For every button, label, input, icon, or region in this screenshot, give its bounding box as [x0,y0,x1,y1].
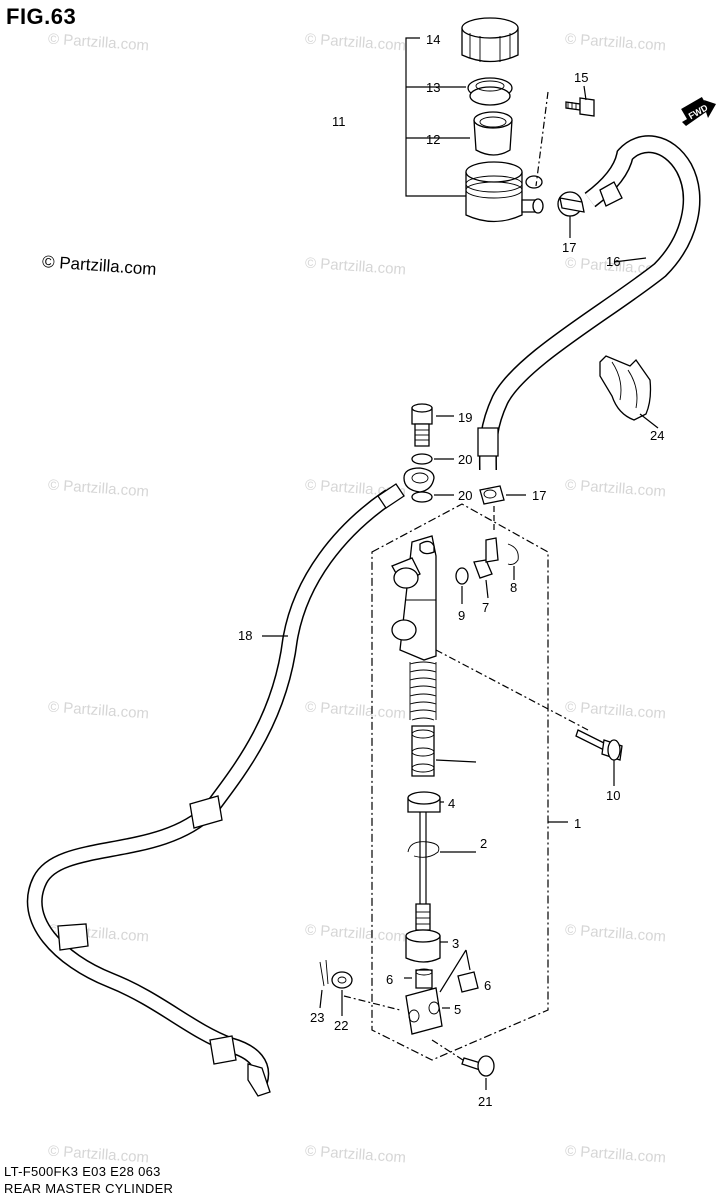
callout-1: 1 [574,816,581,831]
figure-title: FIG.63 [6,4,77,29]
o-ring [455,567,469,585]
callout-8: 8 [510,580,517,595]
callout-2: 2 [480,836,487,851]
piston-assembly [411,725,435,777]
callout-22: 22 [334,1018,348,1033]
reservoir-body [465,161,544,223]
callout-16: 16 [606,254,620,269]
lock-nut [415,969,433,989]
diaphragm-plate [467,77,513,106]
hose-clamp [479,485,505,505]
fwd-arrow-icon: FWD [681,96,716,126]
washer [411,453,433,465]
clevis [405,987,443,1035]
callout-12: 12 [426,132,440,147]
dust-boot [405,929,441,963]
callout-20: 20 [458,452,472,467]
diaphragm [473,111,513,156]
return-spring [409,661,437,721]
banjo-fitting [403,467,435,493]
hose-bracket [599,355,652,421]
callout-13: 13 [426,80,440,95]
callout-17b: 17 [532,488,546,503]
callout-24: 24 [650,428,664,443]
mounting-bolt [575,729,623,761]
washer [411,491,433,503]
diagram-caption: REAR MASTER CYLINDER [4,1181,174,1196]
hose-clamp [557,191,585,217]
lock-nut [457,971,479,993]
callout-21: 21 [478,1094,492,1109]
model-code: LT-F500FK3 E03 E28 063 [4,1164,161,1179]
callout-14: 14 [426,32,440,47]
push-rod [415,812,431,931]
callout-5: 5 [454,1002,461,1017]
callout-23: 23 [310,1010,324,1025]
union-bolt [411,403,433,447]
callout-6: 6 [386,972,393,987]
callout-15: 15 [574,70,588,85]
callout-10: 10 [606,788,620,803]
callout-18: 18 [238,628,252,643]
plain-washer [331,971,353,989]
cotter-pin [319,959,329,987]
callout-7: 7 [482,600,489,615]
circlip [407,841,440,858]
callout-17: 17 [562,240,576,255]
callout-3: 3 [452,936,459,951]
master-cylinder-body [391,535,437,661]
callout-9: 9 [458,608,465,623]
screw [565,97,595,117]
callout-19: 19 [458,410,472,425]
clevis-pin [461,1055,495,1077]
hose-joint [473,559,493,579]
callout-20b: 20 [458,488,472,503]
callout-4: 4 [448,796,455,811]
reservoir-cap [461,17,519,63]
callout-11: 11 [332,114,346,129]
brake-hose [26,489,395,1085]
callout-6b: 6 [484,978,491,993]
boot-retainer [407,791,441,813]
